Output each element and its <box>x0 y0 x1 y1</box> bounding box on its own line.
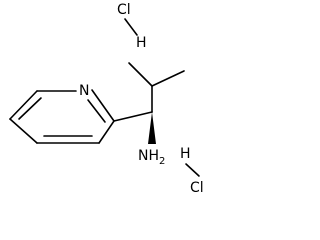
hcl-bond-bottom <box>185 163 200 177</box>
ring-bond-c5-c6 <box>9 90 38 120</box>
hydrogen-label-bottom: H <box>180 146 191 162</box>
ring-bond-c4-c5 <box>9 118 38 144</box>
nitrogen-label: N <box>79 83 89 99</box>
ring-bond-c5-c6-inner <box>18 97 42 120</box>
methyl-bond-right <box>151 70 185 87</box>
stereo-wedge-bond <box>148 112 156 144</box>
hcl-bond-top <box>124 18 138 36</box>
amine-label: NH2 <box>138 148 165 167</box>
chemical-structure: Cl H N NH2 H Cl <box>9 2 204 196</box>
ring-bond-n-c2-inner <box>87 99 106 123</box>
amine-subscript: 2 <box>159 156 165 167</box>
methyl-bond-left <box>128 62 153 87</box>
hydrogen-label-top: H <box>136 35 147 51</box>
ring-bond-n-c2 <box>91 89 115 122</box>
chlorine-label-top: Cl <box>117 2 131 18</box>
ring-bond-c2-c3 <box>98 120 115 144</box>
ring-to-chiral-bond <box>113 111 153 122</box>
chlorine-label-bottom: Cl <box>190 180 204 196</box>
